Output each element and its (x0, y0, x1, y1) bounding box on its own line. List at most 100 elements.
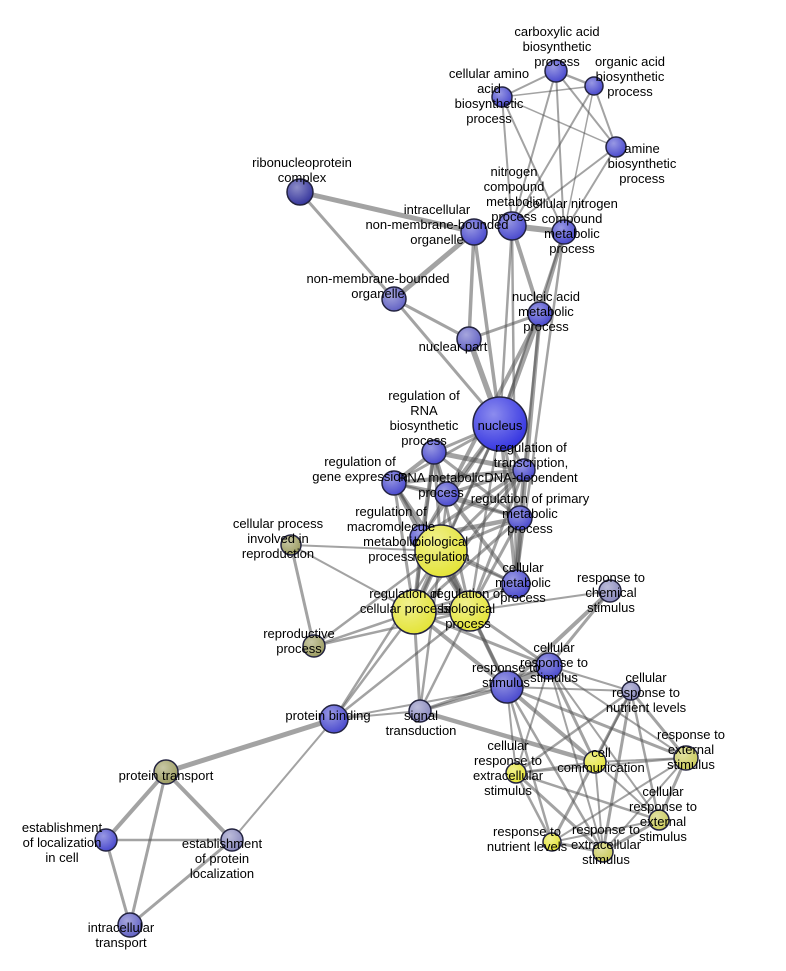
edge-cab--ab (555, 70, 617, 148)
node-rp[interactable]: reproductive process (302, 634, 326, 658)
edge-caab--ab (501, 96, 617, 148)
edge-crnl--rxs (601, 689, 633, 854)
node-crxs[interactable]: cellular response to extracellular stimu… (505, 762, 527, 784)
edge-rnp--inmo (297, 189, 477, 235)
edge-cab--cncm (555, 70, 565, 233)
edge-oab--cncm (563, 85, 595, 233)
edge-layer (104, 69, 688, 927)
node-cc[interactable]: cell communication (583, 750, 607, 774)
edge-crs--res (548, 665, 687, 759)
edge-cc--crext (594, 761, 660, 821)
node-rrb[interactable]: regulation of RNA biosynthetic process (421, 439, 447, 465)
edge-crnl--res (629, 689, 688, 760)
edge-crxs--rxs (514, 771, 605, 854)
node-rxs[interactable]: response to extracellular stimulus (592, 841, 614, 863)
edge-br--st (418, 549, 443, 713)
edge-rpm--rcp (412, 516, 522, 614)
edge-pt--elc (104, 770, 168, 842)
edge-crs--rxs (548, 665, 604, 853)
node-np[interactable]: nuclear part (456, 326, 482, 352)
edge-rcs--rs (505, 589, 612, 689)
node-oab[interactable]: organic acid biosynthetic process (584, 76, 604, 96)
node-cncm[interactable]: cellular nitrogen compound metabolic pro… (551, 219, 577, 245)
edge-oab--ncm (511, 85, 595, 227)
edge-rcs--crs (547, 589, 612, 668)
node-epl[interactable]: establishment of protein localization (220, 828, 244, 852)
node-ncm[interactable]: nitrogen compound metabolic process (497, 211, 527, 241)
node-rpm[interactable]: regulation of primary metabolic process (507, 505, 533, 531)
node-caab[interactable]: cellular amino acid biosynthetic process (491, 86, 513, 108)
edge-cc--rxs (594, 761, 604, 853)
node-layer: carboxylic acid biosynthetic process orga… (94, 59, 699, 938)
edge-crnl--crxs (514, 689, 633, 775)
edge-cc--st (417, 708, 598, 765)
node-rmp[interactable]: RNA metabolic process (434, 481, 460, 507)
edge-pb--epl (231, 718, 335, 841)
edge-ncm--nam (510, 224, 542, 316)
node-pb[interactable]: protein binding (319, 704, 349, 734)
edge-inmo--np (467, 230, 476, 341)
node-rs[interactable]: response to stimulus (490, 670, 524, 704)
edge-crnl--crext (629, 689, 661, 822)
edge-rbp--rcs (469, 590, 611, 612)
edge-rs--cc (505, 685, 597, 764)
node-nuc[interactable]: nucleus (472, 396, 528, 452)
node-st[interactable]: signal transduction (408, 699, 432, 723)
node-rcp[interactable]: regulation of cellular process (391, 589, 437, 635)
edge-oab--ab (593, 85, 617, 148)
edge-nmo--np (392, 297, 471, 341)
edge-crxs--crext (514, 771, 661, 822)
node-rnl[interactable]: response to nutrient levels (542, 832, 562, 852)
edge-rbp--pb (332, 609, 472, 721)
edge-res--rnl (551, 757, 687, 843)
edge-rmp--cmp (445, 492, 518, 586)
edge-pt--epl (164, 770, 234, 842)
node-crs[interactable]: cellular response to stimulus (535, 652, 563, 680)
node-rge[interactable]: regulation of gene expression (381, 470, 407, 496)
edge-cc--crxs (515, 761, 596, 774)
edge-rrb--rtd (431, 449, 527, 473)
node-pt[interactable]: protein transport (153, 759, 179, 785)
edge-inmo--nuc (472, 230, 502, 426)
edge-cab--ncm (511, 70, 557, 227)
node-rnp[interactable]: ribonucleoprotein complex (286, 178, 314, 206)
edge-nam--rtd (522, 312, 542, 472)
edge-cncm--cmp (514, 230, 566, 586)
node-elc[interactable]: establishment of localization in cell (94, 828, 118, 852)
node-rtd[interactable]: regulation of transcription, DNA-depende… (512, 458, 536, 482)
node-it[interactable]: intracellular transport (117, 912, 143, 938)
node-crext[interactable]: cellular response to external stimulus (648, 809, 670, 831)
node-rbp[interactable]: regulation of biological process (449, 590, 491, 632)
edge-ab--cncm (563, 146, 617, 233)
edge-ab--ncm (511, 146, 617, 227)
node-br[interactable]: biological regulation (414, 524, 468, 578)
edge-rtd--rcp (412, 468, 526, 614)
node-nmo[interactable]: non-membrane-bounded organelle (381, 286, 407, 312)
edge-crs--st (418, 664, 551, 713)
edge-pb--pt (163, 716, 337, 775)
edge-crs--crxs (515, 665, 550, 774)
node-res[interactable]: response to external stimulus (673, 745, 699, 771)
node-ab[interactable]: amine biosynthetic process (605, 136, 627, 158)
edge-br--pb (332, 549, 443, 721)
node-cab[interactable]: carboxylic acid biosynthetic process (544, 59, 568, 83)
edge-rtd--rge (392, 468, 526, 485)
node-inmo[interactable]: intracellular non-membrane-bounded organ… (460, 218, 488, 246)
node-nam[interactable]: nucleic acid metabolic process (527, 301, 553, 327)
edge-rs--res (505, 685, 688, 760)
node-cmp[interactable]: cellular metabolic process (501, 569, 531, 599)
node-cpir[interactable]: cellular process involved in reproductio… (280, 534, 302, 556)
edge-crxs--rnl (514, 771, 554, 844)
node-rcs[interactable]: response to chemical stimulus (598, 579, 622, 603)
edge-nuc--rbp (468, 422, 502, 613)
edge-rcp--cpir (290, 544, 415, 613)
edge-rnp--nmo (298, 190, 396, 301)
node-crnl[interactable]: cellular response to nutrient levels (621, 681, 641, 701)
